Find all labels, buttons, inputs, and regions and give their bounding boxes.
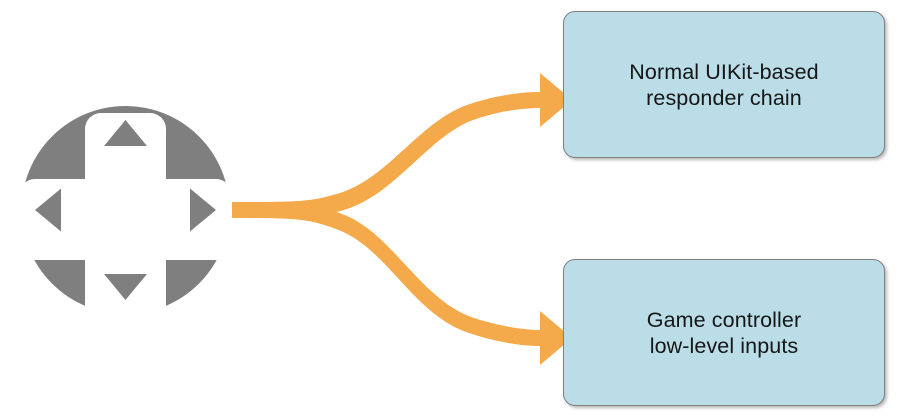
node-label-normal-responder-chain: Normal UIKit-based responder chain	[629, 59, 819, 110]
node-normal-responder-chain[interactable]: Normal UIKit-based responder chain	[563, 11, 885, 158]
split-arrow-connector	[232, 73, 572, 365]
dpad-down-arrow-icon[interactable]	[104, 274, 147, 300]
node-label-game-controller-inputs: Game controller low-level inputs	[646, 307, 802, 358]
dpad-icon[interactable]	[19, 106, 232, 326]
dpad-up-arrow-icon[interactable]	[104, 120, 147, 146]
dpad-right-arrow-icon[interactable]	[190, 188, 216, 232]
node-game-controller-inputs[interactable]: Game controller low-level inputs	[563, 259, 885, 406]
dpad-cross-shape	[19, 113, 232, 326]
arrow-branch-bottom[interactable]	[232, 202, 572, 365]
dpad-left-arrow-icon[interactable]	[35, 188, 61, 232]
arrow-branch-top[interactable]	[232, 73, 572, 219]
